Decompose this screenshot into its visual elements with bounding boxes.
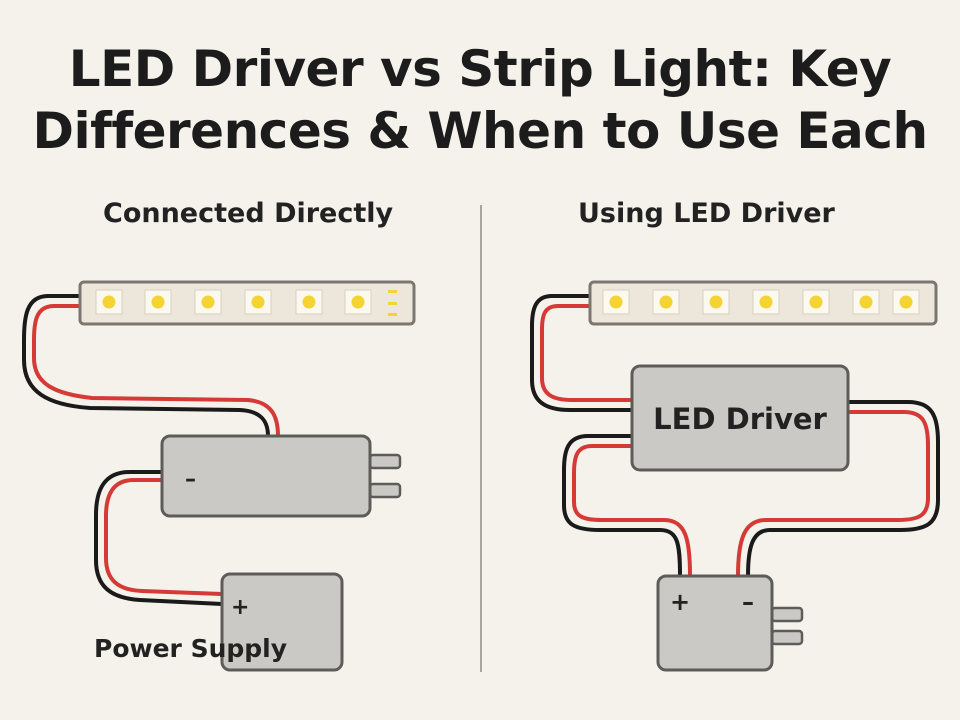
led-chip <box>201 295 215 309</box>
led-driver-box: LED Driver <box>630 364 850 472</box>
left-middle-box: – <box>160 434 402 518</box>
middle-box-symbol: – <box>185 467 196 492</box>
led-chip <box>609 295 623 309</box>
left-wire-pair-top <box>22 294 280 438</box>
led-chip <box>899 295 913 309</box>
led-chip <box>151 295 165 309</box>
right-wire-pair-top <box>530 294 634 412</box>
plug-prong <box>770 629 804 646</box>
right-wire-pair-right <box>736 400 940 578</box>
right-led-chips <box>602 289 920 315</box>
led-driver-label: LED Driver <box>653 402 827 436</box>
left-wire-pair-bottom <box>94 470 224 606</box>
supply-plus-symbol: + <box>670 588 690 616</box>
left-diagram: – + Power Supply <box>22 280 416 672</box>
led-chip <box>302 295 316 309</box>
right-power-supply: + – <box>656 574 804 672</box>
right-diagram: LED Driver + – <box>530 280 940 672</box>
supply-plus-symbol: + <box>231 595 249 620</box>
led-chip <box>709 295 723 309</box>
plug-prong <box>368 482 402 499</box>
led-chip <box>759 295 773 309</box>
led-chip <box>659 295 673 309</box>
led-chip <box>251 295 265 309</box>
right-wire-pair-left <box>562 434 692 578</box>
left-power-supply: + <box>220 572 344 672</box>
led-chip <box>351 295 365 309</box>
led-chip <box>859 295 873 309</box>
right-panel-heading: Using LED Driver <box>578 198 835 229</box>
left-panel-heading: Connected Directly <box>103 198 394 229</box>
page-title: LED Driver vs Strip Light: Key Differenc… <box>0 38 960 162</box>
plug-prong <box>368 453 402 470</box>
led-chip <box>102 295 116 309</box>
plug-prong <box>770 606 804 623</box>
led-chip <box>809 295 823 309</box>
left-led-chips <box>95 289 397 316</box>
supply-minus-symbol: – <box>742 588 754 616</box>
title-line-2: Differences & When to Use Each <box>32 102 928 160</box>
title-line-1: LED Driver vs Strip Light: Key <box>68 40 892 98</box>
power-supply-label: Power Supply <box>94 634 287 663</box>
